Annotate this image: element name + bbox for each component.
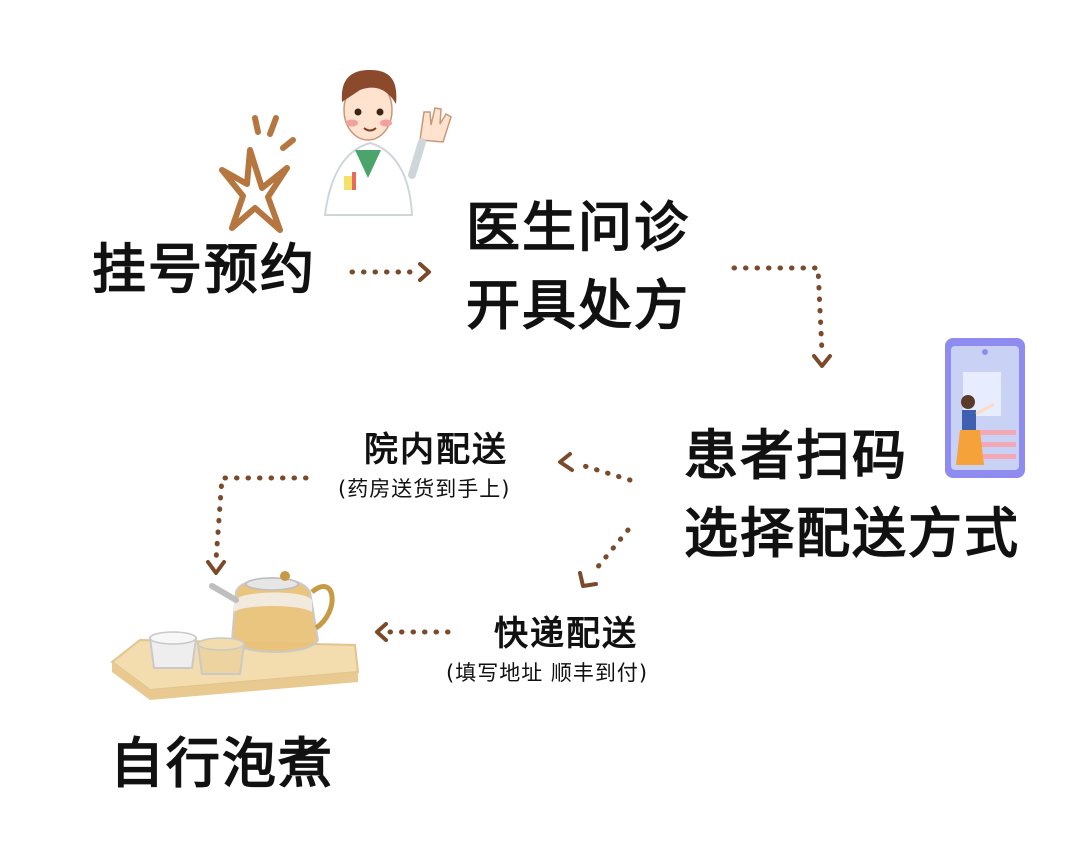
step-consult-line1: 医生问诊 [466,196,690,259]
arrowhead-hospital-to-brew [206,560,226,575]
step-consult-line2: 开具处方 [466,274,690,337]
hospital-delivery-note: (药房送货到手上) [338,477,511,501]
phone-illustration-icon [945,338,1025,478]
teapot-tray-illustration-icon [110,571,360,700]
arrow-scan-to-hospital [575,461,633,483]
express-delivery-note: (填写地址 顺丰到付) [446,661,649,685]
step-consult: 医生问诊 开具处方 [466,196,690,338]
star-doodle-icon [219,115,296,233]
step-express-delivery: 快递配送 (填写地址 顺丰到付) [446,614,648,686]
step-scan: 患者扫码 选择配送方式 [684,424,1020,566]
step-brew: 自行泡煮 [110,732,334,796]
doctor-illustration-icon [323,70,452,216]
step-hospital-delivery: 院内配送 (药房送货到手上) [338,430,510,502]
step-scan-line1: 患者扫码 [684,424,908,487]
express-delivery-label: 快递配送 [494,614,638,654]
arrow-hospital-to-brew [213,475,309,563]
arrowhead-scan-to-express [578,571,598,588]
arrowhead-consult-to-scan [812,354,832,368]
step-brew-label: 自行泡煮 [110,732,334,795]
arrowhead-register-to-consult [418,262,431,282]
hospital-delivery-label: 院内配送 [364,430,508,470]
step-scan-line2: 选择配送方式 [684,502,1020,565]
arrowhead-express-to-brew [375,622,388,642]
arrow-scan-to-express [589,527,631,577]
step-register-label: 挂号预约 [92,238,316,301]
step-register: 挂号预约 [92,238,316,302]
arrowhead-scan-to-hospital [558,452,574,472]
arrow-consult-to-scan [731,265,825,355]
